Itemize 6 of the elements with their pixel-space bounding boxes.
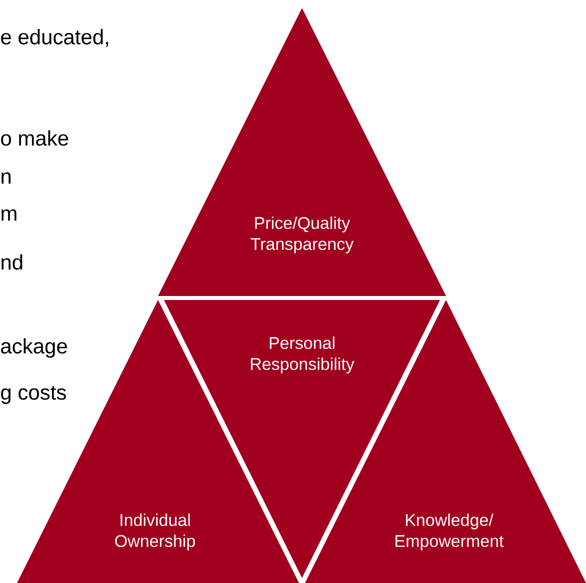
text-fragment: n [2,172,11,184]
text-fragment: nd [2,254,22,270]
triangle: Price/Quality Transparency [158,8,446,296]
text-fragment: o make [1,130,68,146]
text-fragment: e educated, [1,29,108,47]
text-fragment: m [2,209,16,221]
